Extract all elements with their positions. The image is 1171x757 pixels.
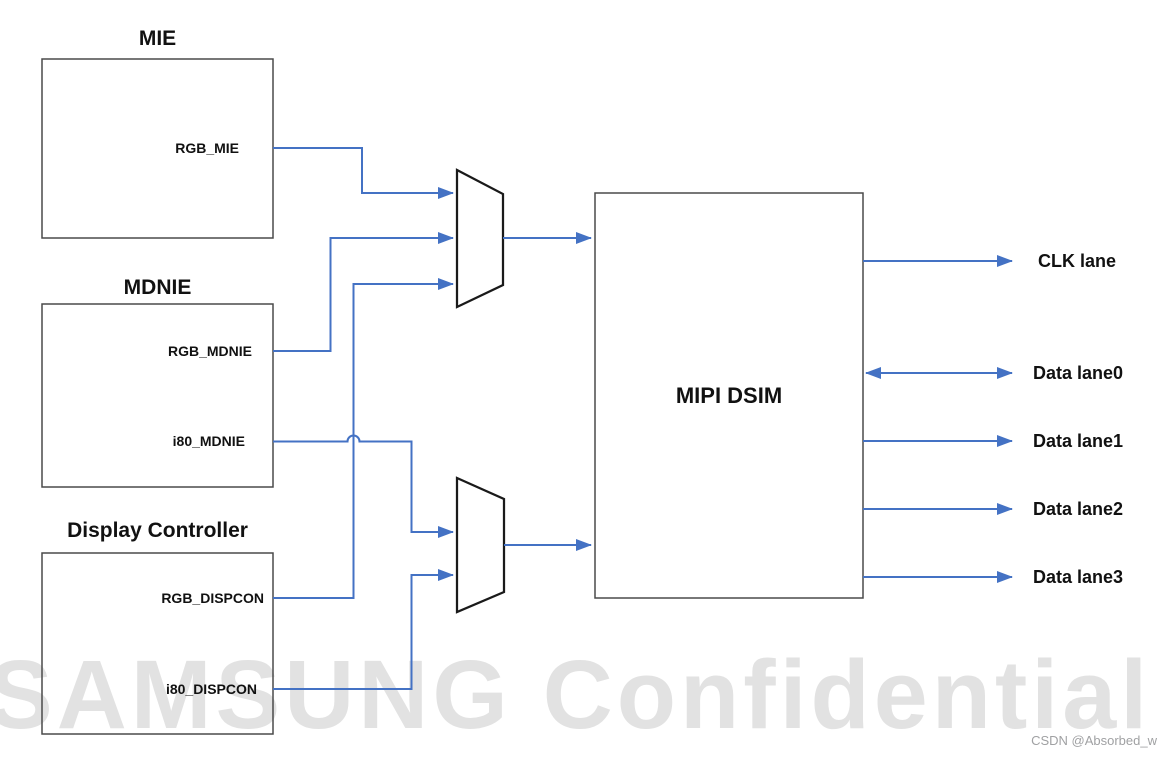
i80-mux-shape (455, 476, 506, 614)
port-i80-dispcon: i80_DISPCON (165, 681, 257, 697)
mdnie-title: MDNIE (123, 276, 192, 299)
wire-rgb-mie (273, 147, 454, 199)
mie-title: MIE (138, 27, 177, 50)
port-rgb-mie: RGB_MIE (175, 140, 239, 156)
wire-rgb-mdnie (273, 232, 454, 352)
lane-label-data0: Data lane0 (1033, 363, 1124, 383)
watermark-text: SAMSUNG Confidential (0, 640, 1152, 749)
display-controller-box (41, 552, 274, 735)
port-i80-mdnie: i80_MDNIE (172, 433, 245, 449)
lane-label-data3: Data lane3 (1033, 567, 1124, 587)
port-rgb-mdnie: RGB_MDNIE (167, 343, 252, 359)
lane-label-clk: CLK lane (1038, 251, 1117, 271)
wire-i80-mdnie (273, 434, 454, 538)
port-rgb-dispcon: RGB_DISPCON (161, 590, 264, 606)
lane-label-data1: Data lane1 (1033, 431, 1124, 451)
wire-rgb-dispcon (273, 278, 454, 599)
rgb-mux-shape (455, 168, 505, 309)
attribution-text: CSDN @Absorbed_w (1031, 733, 1157, 748)
mipi-dsim-title: MIPI DSIM (675, 383, 783, 408)
wire-i80-dispcon (273, 569, 454, 690)
lane-label-data2: Data lane2 (1033, 499, 1124, 519)
display-controller-title: Display Controller (67, 519, 248, 542)
mdnie-box (41, 303, 274, 488)
mipi-dsim-box (594, 192, 864, 599)
